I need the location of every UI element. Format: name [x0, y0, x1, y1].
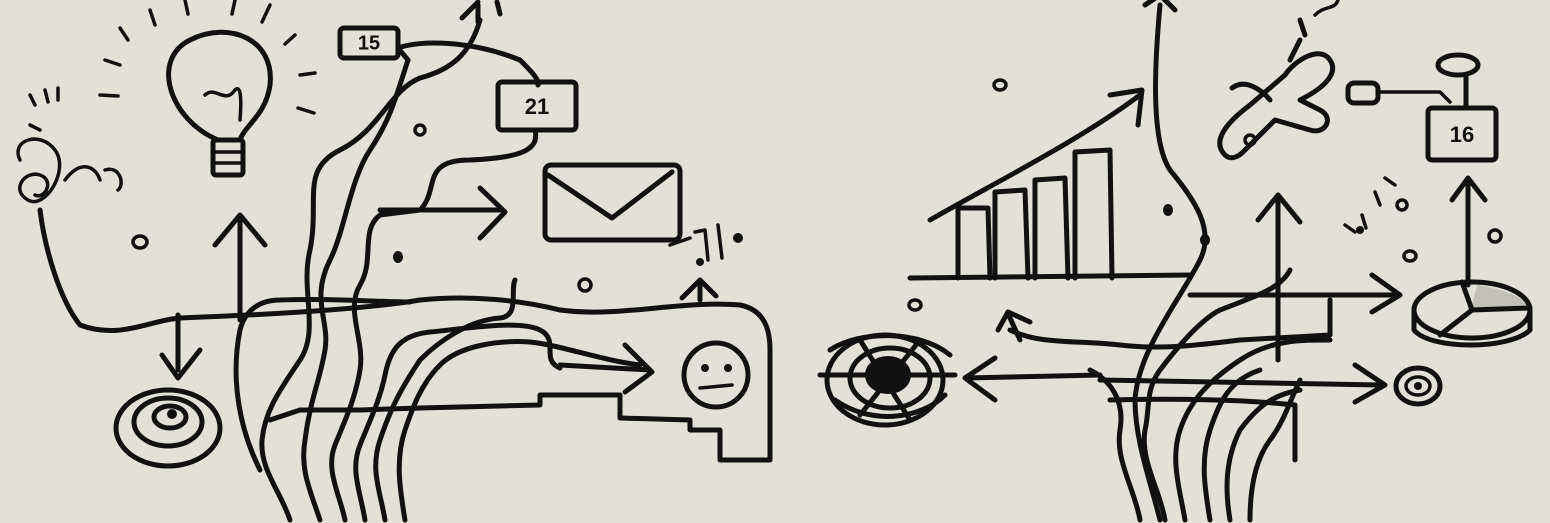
box-21-label: 21: [525, 94, 549, 119]
box-15-label: 15: [358, 32, 380, 54]
box-16-label: 16: [1450, 122, 1474, 147]
